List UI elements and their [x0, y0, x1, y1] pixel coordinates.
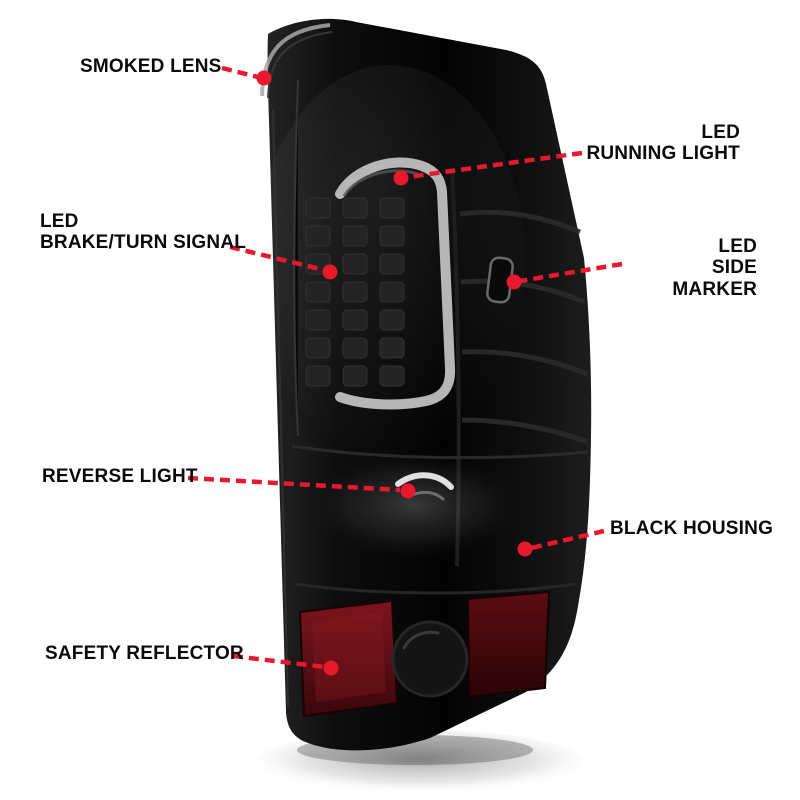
led-light-bar: [335, 157, 456, 410]
callout-dot-smoked-lens: [256, 70, 272, 86]
reverse-light-highlight: [300, 447, 530, 563]
callout-dot-led-running-light: [393, 170, 409, 186]
callout-line-led-side-marker: [519, 261, 623, 284]
license-lamp-socket: [391, 620, 469, 698]
callout-dot-led-side-marker: [506, 274, 522, 290]
callout-label-black-housing: BLACK HOUSING: [610, 518, 774, 539]
callout-line-reverse-light: [187, 475, 401, 493]
callout-dot-black-housing: [517, 541, 533, 557]
safety-reflector-right: [466, 590, 551, 699]
callout-line-led-brake-turn-signal: [229, 244, 325, 273]
callout-dot-reverse-light: [400, 483, 416, 499]
callout-line-safety-reflector: [232, 653, 326, 670]
callout-dot-led-brake-turn-signal: [322, 264, 338, 280]
callout-label-safety-reflector: SAFETY REFLECTOR: [45, 643, 244, 664]
callout-label-led-side-marker: LED SIDE MARKER: [672, 236, 757, 300]
callout-line-led-running-light: [407, 150, 583, 180]
callout-label-led-brake-turn-signal: LED BRAKE/TURN SIGNAL: [40, 211, 247, 254]
callout-line-smoked-lens: [221, 65, 259, 80]
callout-dot-safety-reflector: [323, 660, 339, 676]
safety-reflector-left: [298, 599, 399, 718]
callout-label-reverse-light: REVERSE LIGHT: [42, 466, 198, 487]
callout-label-smoked-lens: SMOKED LENS: [80, 56, 222, 77]
side-ribs: [459, 209, 589, 445]
callout-line-black-housing: [530, 528, 605, 551]
callout-label-led-running-light: LED RUNNING LIGHT: [586, 122, 740, 165]
